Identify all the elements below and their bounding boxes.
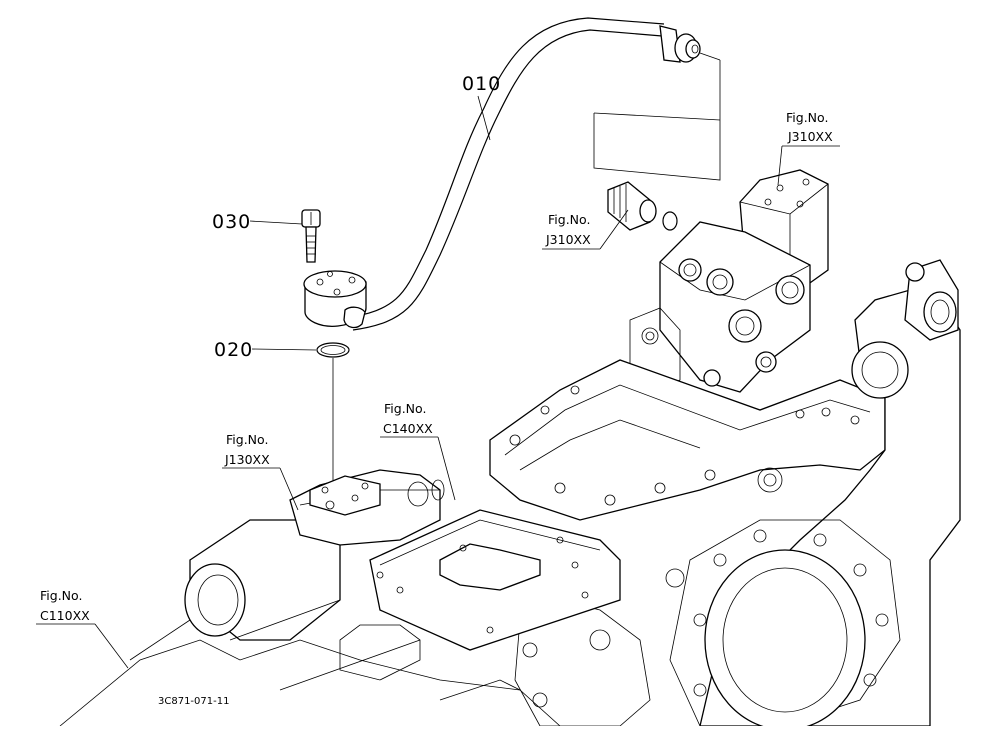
- manifold-block[interactable]: [303, 270, 367, 329]
- callout-010: 010: [462, 73, 501, 141]
- fig-ref-j310-left-label: Fig.No.: [548, 212, 590, 227]
- fig-ref-c140-label: Fig.No.: [384, 401, 426, 416]
- fig-ref-j310-top-code: J310XX: [787, 129, 833, 144]
- fig-ref-j130[interactable]: Fig.No. J130XX: [222, 432, 299, 511]
- callout-030: 030: [212, 211, 303, 233]
- callout-020-text: 020: [214, 339, 253, 361]
- fig-ref-j310-top-label: Fig.No.: [786, 110, 828, 125]
- fig-ref-j130-label: Fig.No.: [226, 432, 268, 447]
- callout-030-text: 030: [212, 211, 251, 233]
- o-ring-020[interactable]: [316, 342, 350, 358]
- fig-ref-j310-left-code: J310XX: [545, 232, 591, 247]
- bolt-030[interactable]: [301, 209, 321, 263]
- fig-ref-j130-code: J130XX: [224, 452, 270, 467]
- valve-assembly: [629, 169, 829, 393]
- fig-ref-j310-top[interactable]: Fig.No. J310XX: [777, 110, 840, 186]
- fig-ref-j310-left[interactable]: Fig.No. J310XX: [542, 209, 629, 250]
- fig-ref-c140[interactable]: Fig.No. C140XX: [380, 401, 456, 501]
- fig-ref-c110-code: C110XX: [40, 608, 90, 623]
- callout-010-text: 010: [462, 73, 501, 95]
- fig-ref-c110-label: Fig.No.: [40, 588, 82, 603]
- fig-ref-c110[interactable]: Fig.No. C110XX: [36, 588, 129, 669]
- transmission-case: [59, 259, 961, 730]
- drawing-code: 3C871-071-11: [158, 696, 229, 707]
- union-fitting[interactable]: [607, 181, 678, 231]
- callout-020: 020: [214, 339, 317, 361]
- pipe-010[interactable]: [344, 17, 701, 331]
- fig-ref-c140-code: C140XX: [383, 421, 433, 436]
